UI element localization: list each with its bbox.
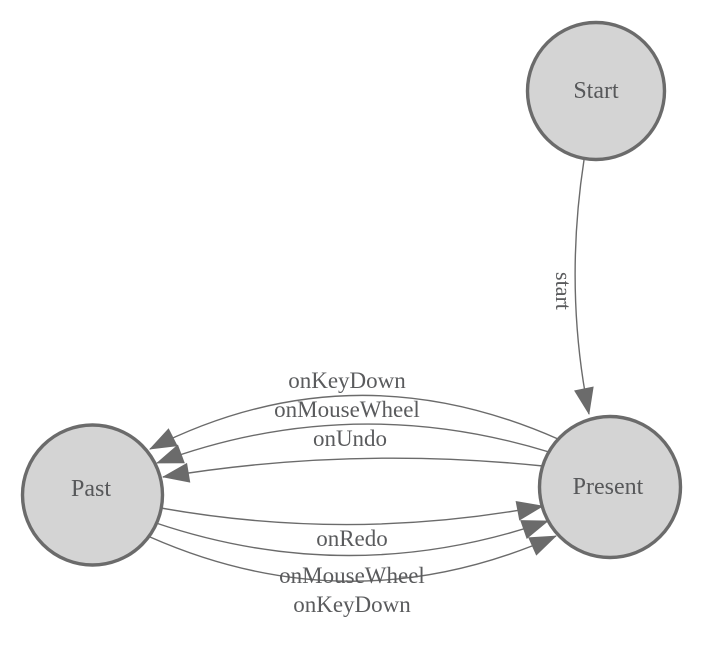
nodes-group: Start Present Past [20,20,683,567]
edge-past-to-present-onredo [160,500,544,526]
state-node-present-label: Present [573,474,644,500]
state-node-present [537,414,683,560]
edge-label-onundo: onUndo [313,426,387,451]
edge-start-to-present [574,159,594,415]
edge-past-to-present-onkeydown [149,535,557,582]
state-node-start [525,20,667,162]
edge-present-to-past-onundo [162,457,544,483]
edge-label-start: start [551,272,576,310]
edge-past-to-present-onmousewheel [155,520,549,557]
edge-label-onredo: onRedo [316,526,388,551]
edges-group [149,159,594,582]
edge-present-to-past-onkeydown [149,394,559,450]
state-node-past [20,423,165,567]
edge-labels-group: start onKeyDown onMouseWheel onUndo onRe… [274,272,576,617]
edge-present-to-past-onmousewheel [156,423,550,464]
edge-label-onmousewheel-bottom: onMouseWheel [279,563,425,588]
edge-label-onkeydown-bottom: onKeyDown [293,592,411,617]
edge-label-onmousewheel-top: onMouseWheel [274,397,420,422]
state-node-start-label: Start [573,78,619,104]
edge-label-onkeydown-top: onKeyDown [288,368,406,393]
state-node-past-label: Past [71,476,111,502]
